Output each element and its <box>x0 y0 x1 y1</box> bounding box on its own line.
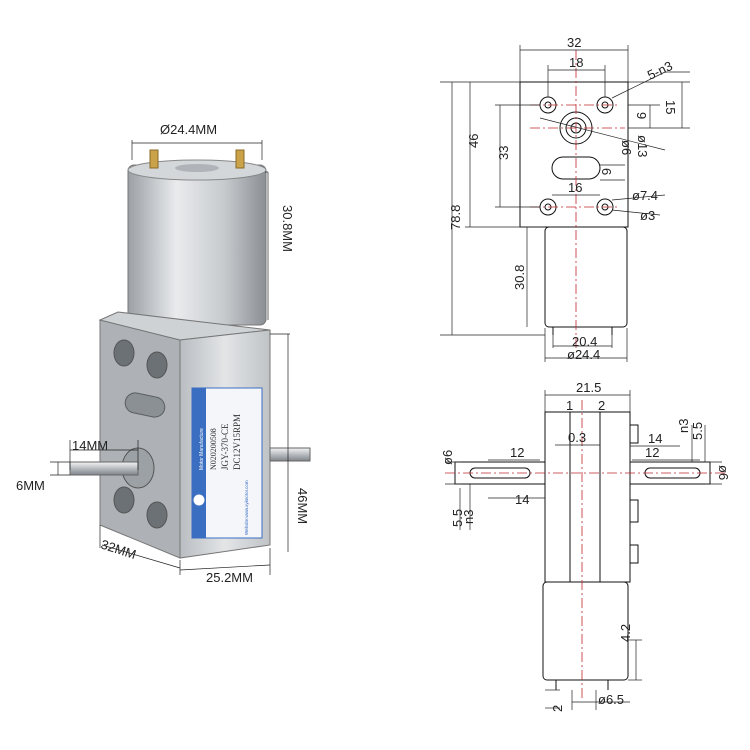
sv-dim-n3b: n3 <box>676 419 691 433</box>
fv-dim-motor: 30.8 <box>512 265 527 290</box>
sv-dim-14a: 14 <box>515 492 529 507</box>
fv-dim-16: 16 <box>568 180 582 195</box>
mount-hole <box>113 486 135 514</box>
fv-dim-d6: ø6 <box>619 140 634 155</box>
sv-gearbox <box>544 411 631 583</box>
fv-dim-33: 33 <box>496 146 511 160</box>
sv-dim-215: 21.5 <box>576 380 601 395</box>
output-shaft-right <box>269 447 311 462</box>
terminal-right <box>235 149 245 169</box>
sv-dim-12b: 12 <box>645 445 659 460</box>
sv-motor <box>542 581 629 681</box>
fv-dim-204: 20.4 <box>572 334 597 349</box>
motor-boss <box>175 164 219 172</box>
dim-width: 25.2MM <box>206 570 253 585</box>
fv-dim-9: 9 <box>634 112 649 119</box>
fv-dim-d244: ø24.4 <box>567 347 600 362</box>
sv-dim-03: 0.3 <box>568 430 586 445</box>
label-web: Website:www.xyimotor.com <box>244 480 249 535</box>
front-view-drawing: 32 18 5-n3 15 9 ø13 ø6 46 33 78.8 16 <box>440 35 690 362</box>
fv-dim-6: 6 <box>599 168 614 175</box>
label-model: JGY-370-CE <box>220 423 230 470</box>
dim-diameter: Ø24.4MM <box>160 122 217 137</box>
sv-dim-2: 2 <box>598 398 605 413</box>
dim-depth: 32MM <box>99 537 138 562</box>
sv-dim-d65: ø6.5 <box>598 692 624 707</box>
sv-dim-14b: 14 <box>648 431 662 446</box>
output-shaft-left <box>69 461 139 476</box>
sv-dim-d6b: ø6 <box>716 465 731 480</box>
terminal-left <box>149 149 159 169</box>
sv-dim-55a: 5.5 <box>450 509 465 527</box>
sv-dim-1: 1 <box>566 398 573 413</box>
fv-dim-d3: ø3 <box>640 208 655 223</box>
dim-shaft-diameter: 6MM <box>16 478 45 493</box>
sv-dim-2b: 2 <box>550 705 565 712</box>
mount-hole <box>113 339 135 367</box>
fv-dim-15: 15 <box>663 100 678 114</box>
motor-can <box>127 164 267 326</box>
label-spec: DC12V15RPM <box>232 414 242 470</box>
mount-hole <box>146 351 168 379</box>
fv-motor <box>544 226 628 328</box>
dim-motor-length: 30.8MM <box>280 205 295 252</box>
motor-photo: Motor Manufacture Website:www.xyimotor.c… <box>69 149 311 559</box>
label-serial: N020200508 <box>209 428 218 470</box>
slot <box>124 392 166 418</box>
fv-dim-32: 32 <box>567 35 581 50</box>
sv-dim-55b: 5.5 <box>690 422 705 440</box>
gearbox-left-face <box>99 319 181 559</box>
sv-dim-42: 4.2 <box>618 624 633 642</box>
fv-dim-d13: ø13 <box>635 135 650 157</box>
dim-shaft-length: 14MM <box>72 438 108 453</box>
side-view-drawing: 21.5 1 2 0.3 12 12 14 14 ø6 ø6 n3 5.5 n3… <box>440 380 731 712</box>
sv-dim-d6a: ø6 <box>440 450 455 465</box>
fv-dim-total: 78.8 <box>448 205 463 230</box>
fv-dim-holes: 5-n3 <box>645 58 675 83</box>
sv-dim-12a: 12 <box>510 445 524 460</box>
mount-hole <box>146 501 168 529</box>
fv-dim-d74: ø7.4 <box>632 188 658 203</box>
fv-dim-18: 18 <box>569 55 583 70</box>
brand-logo <box>192 493 206 507</box>
label-maker: Motor Manufacture <box>199 428 205 470</box>
fv-gearbox <box>519 81 629 228</box>
dim-height: 46MM <box>295 488 310 524</box>
sv-dim-n3a: n3 <box>461 510 476 524</box>
fv-dim-46: 46 <box>466 134 481 148</box>
